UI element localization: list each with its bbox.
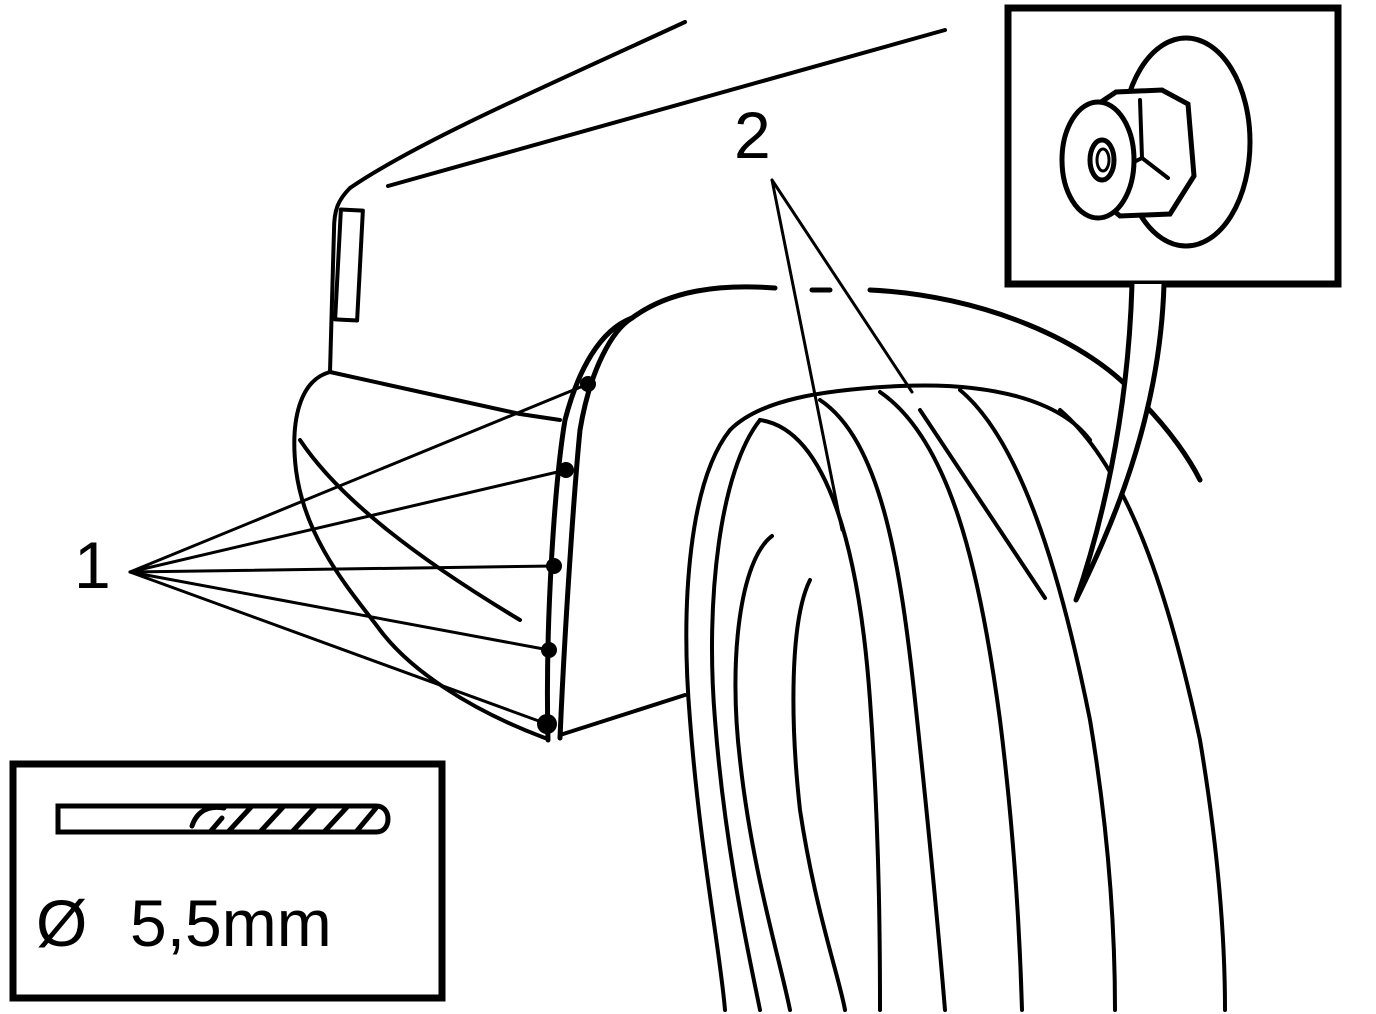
callout-1-label: 1	[74, 528, 111, 602]
body-front-edge	[328, 186, 352, 374]
drill-diameter-symbol: Ø	[36, 886, 87, 960]
callout-1-leaders	[128, 382, 590, 726]
tire-tread-top	[728, 383, 1092, 442]
leader-line	[128, 570, 551, 652]
callout-2: 2	[734, 98, 914, 532]
fender-flare-top-arch	[629, 284, 778, 321]
spec-frame	[9, 760, 446, 1002]
tire	[684, 383, 1227, 1012]
drill-spec-box: Ø 5,5mm	[9, 760, 446, 1002]
threaded-hole	[1087, 137, 1117, 183]
callout-2-leaders	[770, 178, 914, 532]
leader-line	[770, 178, 844, 532]
rocker-line	[558, 693, 687, 737]
leader-line	[128, 382, 590, 574]
wheel-arch-rear	[867, 287, 1203, 483]
flange-nut-detail	[1004, 4, 1342, 603]
tire-tread-groove-2	[818, 398, 947, 1012]
body-crease-lower	[298, 438, 522, 622]
tire-tread-groove-3	[878, 390, 1024, 1012]
leader-line	[128, 468, 568, 574]
tire-inner-sidewall	[1058, 408, 1227, 1012]
body-crease	[328, 370, 562, 422]
hood-line	[386, 28, 947, 188]
leader-line	[770, 178, 914, 394]
leader-line	[128, 564, 556, 574]
windshield-line	[348, 20, 687, 190]
tire-rim-inner	[791, 578, 847, 1012]
bumper-corner	[292, 370, 547, 740]
vehicle-body	[292, 20, 947, 740]
threaded-hole-inner	[1095, 147, 1111, 173]
detail-pointer	[1073, 283, 1167, 603]
callout-2-label: 2	[734, 98, 771, 172]
drill-size-label: 5,5mm	[130, 886, 332, 960]
tire-sidewall-bulge	[710, 418, 762, 1012]
side-marker-lamp	[333, 207, 365, 323]
fender-flare-inner-edge	[557, 315, 635, 741]
leader-line	[128, 570, 549, 726]
tire-tread-groove-4	[958, 388, 1117, 1012]
tire-outer-sidewall	[684, 428, 732, 1012]
tire-rim-outer	[733, 534, 792, 1012]
drill-bit-icon	[55, 803, 391, 835]
tire-tread-groove-1	[758, 418, 882, 1012]
drill-bit-flutes	[189, 803, 379, 835]
tire-tread-shading	[918, 408, 1047, 600]
callout-1: 1	[74, 382, 590, 726]
